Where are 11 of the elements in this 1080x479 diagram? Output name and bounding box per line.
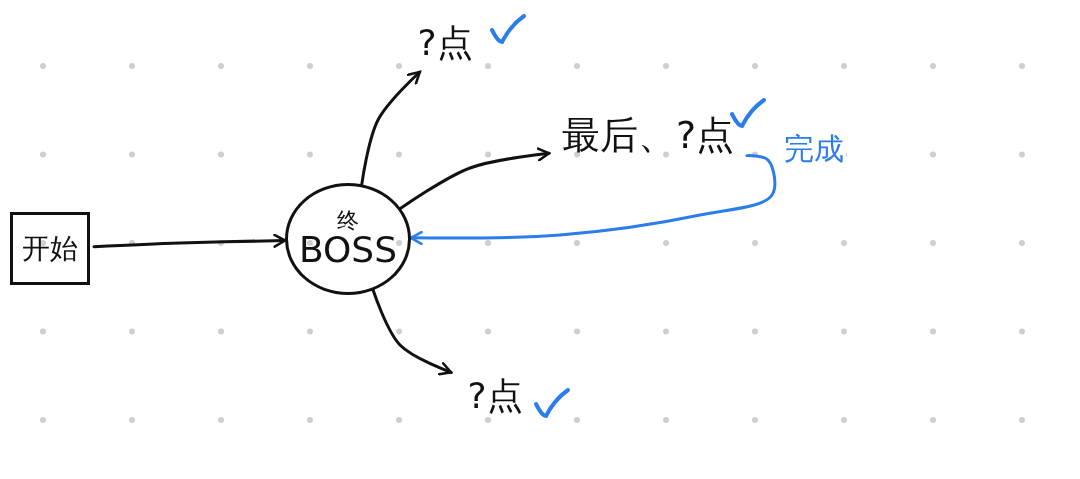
arrow [409, 154, 777, 246]
arrow [371, 288, 453, 376]
point-label: 最后、?点 [553, 98, 743, 172]
point-label: ?点 [400, 18, 490, 68]
point-label: ?点 [455, 368, 535, 424]
start-box: 开始 [10, 212, 90, 285]
edge-label: 完成 [782, 132, 846, 166]
boss-circle: 终 BOSS [285, 183, 411, 295]
arrow [399, 147, 551, 210]
arrow [92, 233, 287, 249]
arrow [360, 70, 422, 186]
